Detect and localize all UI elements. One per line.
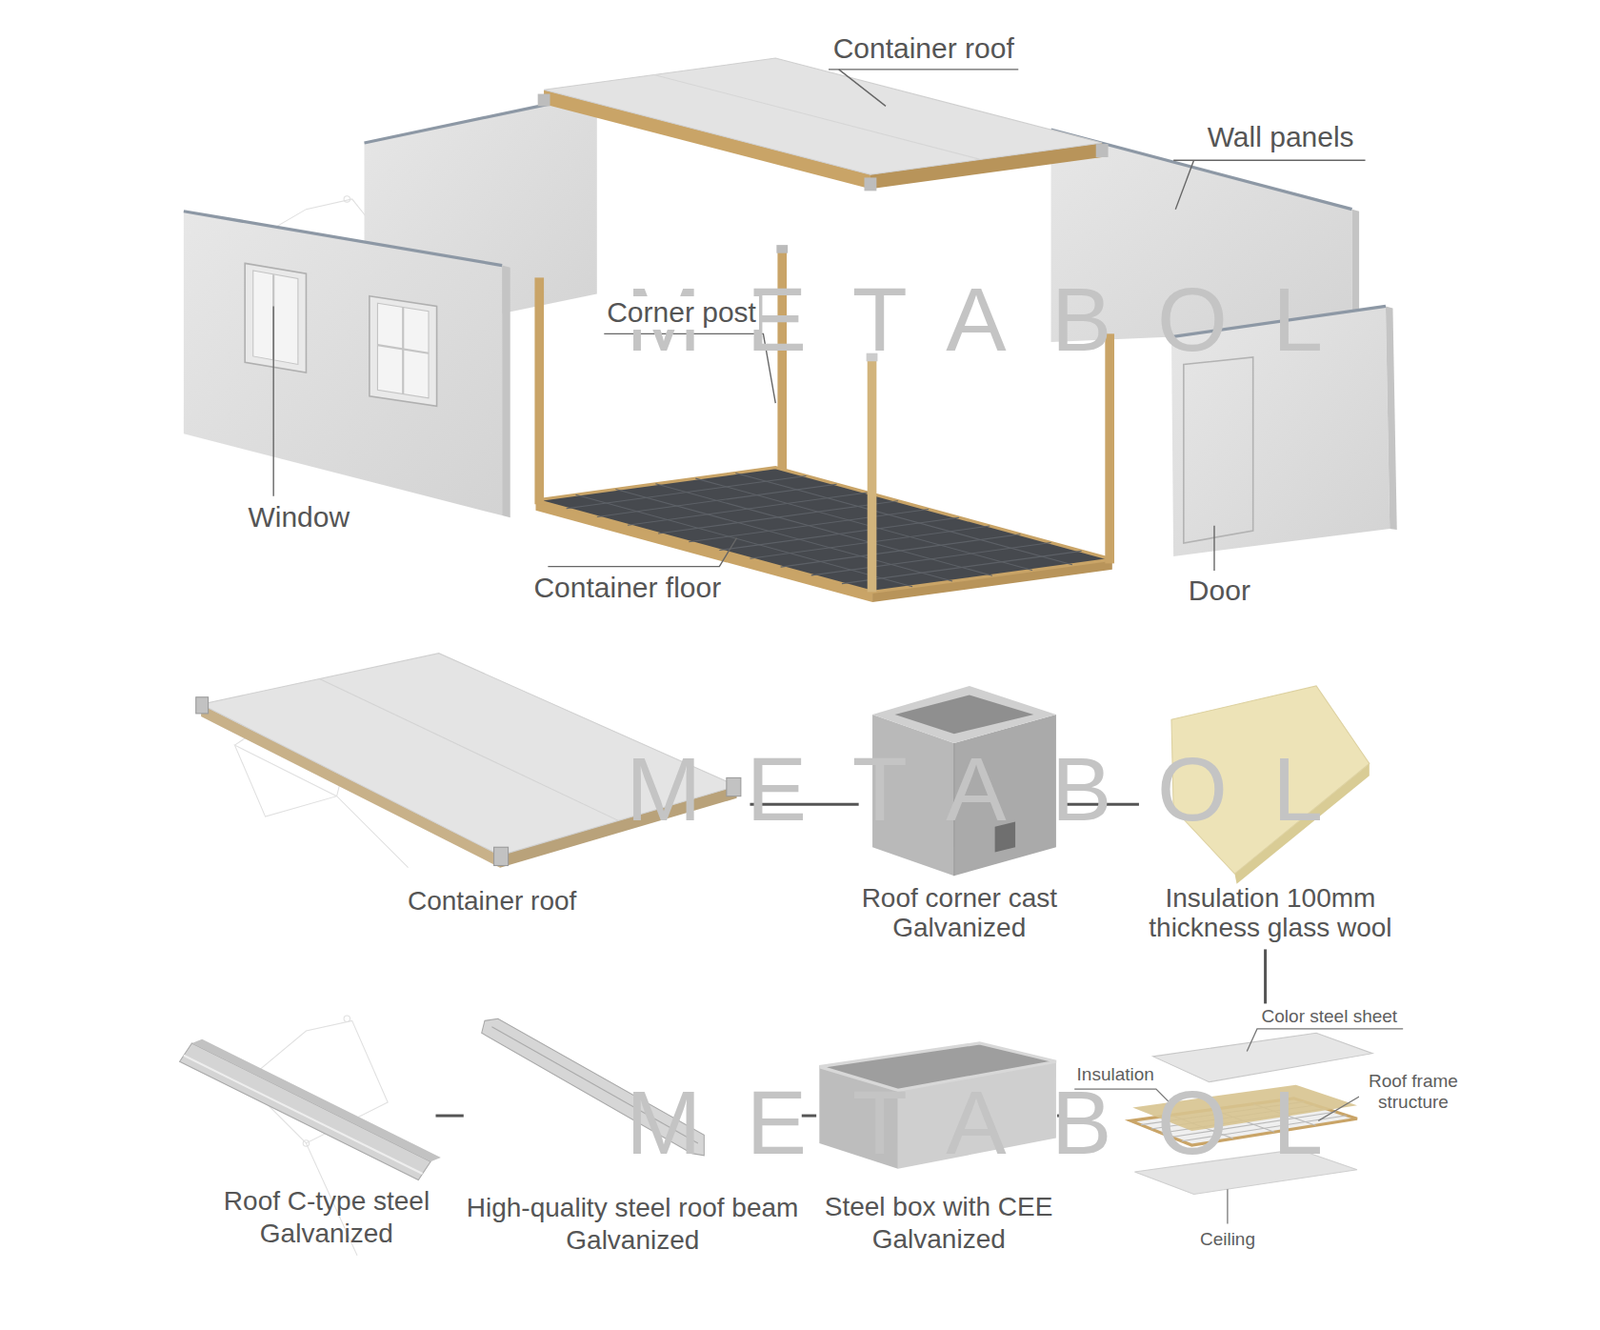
part-caption: Galvanized bbox=[260, 1218, 394, 1248]
leader-line bbox=[828, 68, 1019, 70]
roof-part: Container roof bbox=[194, 662, 751, 919]
network-decor bbox=[302, 1140, 309, 1146]
window-wall-panel bbox=[377, 344, 429, 354]
leader-line bbox=[1173, 160, 1365, 161]
part-label: Door bbox=[1185, 574, 1254, 608]
part-caption: Container roof bbox=[407, 885, 577, 916]
container-floor bbox=[615, 489, 953, 581]
c-steel-part: Roof C-type steelGalvanized bbox=[185, 1032, 437, 1262]
c-steel-part bbox=[183, 1055, 423, 1174]
roof-beam-part: High-quality steel roof beamGalvanized bbox=[463, 1015, 802, 1260]
roof-panel bbox=[538, 94, 551, 107]
leader-line bbox=[547, 538, 737, 567]
roof-panel-part bbox=[494, 846, 509, 865]
leader-line bbox=[1213, 525, 1215, 571]
roof-panel-part bbox=[319, 678, 619, 820]
container-floor bbox=[695, 478, 1033, 570]
part-caption: Insulation 100mm thickness glass wool bbox=[1141, 882, 1400, 943]
container-floor bbox=[627, 492, 868, 525]
container-floor bbox=[658, 500, 899, 534]
callout-label: Roof frame structure bbox=[1359, 1070, 1468, 1113]
container-floor bbox=[597, 483, 838, 517]
insulation-part: Insulation 100mm thickness glass wool bbox=[1139, 679, 1402, 950]
window-wall-panel bbox=[253, 270, 299, 365]
container-floor bbox=[735, 472, 1073, 564]
roof-panel bbox=[538, 58, 1109, 191]
part-label: Container floor bbox=[530, 571, 724, 605]
container-floor bbox=[655, 483, 993, 576]
part-caption: Galvanized bbox=[892, 912, 1026, 942]
part-caption: Roof corner cast bbox=[861, 882, 1058, 913]
roof-panel bbox=[543, 58, 1102, 175]
c-steel-part bbox=[180, 1039, 441, 1180]
container-floor bbox=[811, 542, 1052, 576]
container-floor bbox=[566, 472, 1082, 586]
door-wall-panel bbox=[1385, 305, 1398, 530]
container-floor bbox=[719, 517, 960, 550]
corner-post bbox=[1104, 333, 1115, 563]
corner-post bbox=[534, 277, 544, 504]
window-wall-panel bbox=[244, 262, 306, 373]
callout-label: Color steel sheet bbox=[1260, 1005, 1400, 1027]
part-caption: Steel box with CEE bbox=[824, 1191, 1054, 1221]
corner-post bbox=[867, 357, 878, 592]
corner-cast-part bbox=[895, 695, 1035, 735]
container-floor bbox=[841, 550, 1082, 583]
window-wall-panel bbox=[183, 211, 511, 518]
roof-panel bbox=[863, 177, 877, 191]
c-steel-part bbox=[180, 1042, 432, 1180]
part-caption: Galvanized bbox=[565, 1224, 700, 1255]
part-caption: High-quality steel roof beam bbox=[466, 1192, 800, 1222]
leader-line bbox=[839, 69, 886, 107]
part-label: Window bbox=[244, 500, 353, 535]
c-steel-part bbox=[191, 1039, 440, 1162]
window-wall-panel bbox=[183, 211, 502, 266]
part-caption: Galvanized bbox=[872, 1223, 1006, 1254]
roof-layers-part bbox=[1153, 1032, 1373, 1081]
watermark: METABOL bbox=[580, 743, 1369, 835]
window-wall-panel bbox=[369, 296, 438, 407]
window-wall-panel bbox=[501, 265, 511, 519]
corner-post bbox=[776, 244, 788, 254]
part-caption: Roof C-type steel bbox=[223, 1185, 430, 1216]
connector-line bbox=[436, 1114, 464, 1118]
window-wall-panel bbox=[377, 302, 429, 399]
network-decor bbox=[343, 1015, 350, 1021]
roof-panel bbox=[1096, 143, 1109, 158]
leader-line bbox=[1246, 1028, 1403, 1052]
container-floor bbox=[566, 475, 807, 508]
container-floor bbox=[688, 509, 929, 542]
part-label: Container roof bbox=[830, 32, 1018, 66]
callout-label: Insulation bbox=[1075, 1063, 1157, 1085]
part-label: Corner post bbox=[603, 296, 760, 330]
corner-cast-part bbox=[872, 685, 1057, 743]
watermark: METABOL bbox=[580, 1077, 1369, 1168]
callout-label: Ceiling bbox=[1198, 1228, 1258, 1250]
roof-layers-part: Color steel sheetInsulation Roof frame st… bbox=[1066, 1002, 1471, 1253]
leader-line bbox=[272, 305, 274, 496]
part-label: Wall panels bbox=[1204, 120, 1358, 155]
roof-panel-part bbox=[196, 697, 209, 714]
door-wall-panel bbox=[1183, 357, 1254, 543]
window-wall-panel bbox=[183, 211, 502, 516]
leader-line bbox=[1226, 1188, 1228, 1223]
leader-line bbox=[1175, 160, 1194, 209]
steel-box-part: Steel box with CEEGalvanized bbox=[816, 1036, 1058, 1261]
corner-cast-part: Roof corner castGalvanized bbox=[859, 679, 1060, 947]
container-floor bbox=[780, 534, 1021, 567]
connector-line bbox=[1263, 948, 1267, 1003]
window-wall-panel bbox=[401, 306, 404, 394]
network-decor bbox=[343, 196, 350, 202]
roof-panel bbox=[653, 74, 980, 160]
